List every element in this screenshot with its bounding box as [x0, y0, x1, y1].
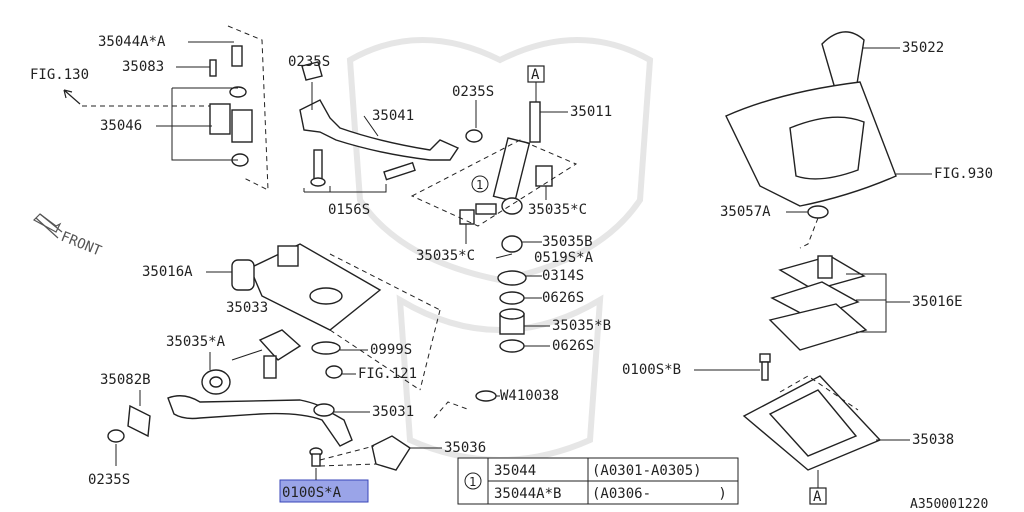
callout-35016E: 35016E: [912, 294, 963, 310]
linkage-35035A: [201, 329, 343, 395]
bracket-assembly-35046: [171, 25, 269, 191]
callout-35035C-left: 35035*C: [416, 248, 475, 264]
callout-35035A: 35035*A: [166, 334, 226, 350]
callout-35036: 35036: [444, 440, 486, 456]
callout-W410038: W410038: [500, 388, 559, 404]
section-marker-a-bottom: A: [813, 489, 822, 505]
applicability-legend-table: [457, 457, 739, 505]
callout-35038: 35038: [912, 432, 954, 448]
marker-A-top: A: [527, 65, 545, 83]
fig130-reference[interactable]: FIG.130: [30, 67, 89, 83]
legend-row-1-part: 35044: [494, 463, 536, 479]
wire-W410038: [433, 390, 497, 419]
note-marker-1: 1: [471, 175, 489, 193]
callout-35035B: 35035B: [542, 234, 593, 250]
boot-assembly-35016E: [768, 255, 887, 351]
legend-row-2-range: (A0306- ): [592, 486, 727, 502]
callout-35044A-A: 35044A*A: [98, 34, 166, 50]
front-arrow-icon: [33, 213, 63, 239]
callout-35035C-right: 35035*C: [528, 202, 587, 218]
bezel-35038: [742, 375, 882, 471]
housing-35016A: [231, 243, 441, 391]
callout-0626S-b: 0626S: [552, 338, 594, 354]
callout-0235S-top: 0235S: [288, 54, 330, 70]
callout-0626S-a: 0626S: [542, 290, 584, 306]
fig930-reference[interactable]: FIG.930: [934, 166, 993, 182]
lever-parts-stack: [495, 235, 527, 353]
callout-0235S-bottom: 0235S: [88, 472, 130, 488]
screw-0100S-B: [759, 353, 771, 381]
lower-rod-35031: [107, 395, 353, 447]
callout-0999S: 0999S: [370, 342, 412, 358]
callout-35057A: 35057A: [720, 204, 771, 220]
callout-35031: 35031: [372, 404, 414, 420]
shift-lever-35011: [410, 82, 578, 227]
callout-0235S-mid: 0235S: [452, 84, 494, 100]
console-trim-panel: [725, 81, 897, 207]
callout-35046: 35046: [100, 118, 142, 134]
callout-0156S: 0156S: [328, 202, 370, 218]
callout-35022: 35022: [902, 40, 944, 56]
bracket-35036: [309, 435, 411, 471]
fig130-arrow-icon: [63, 89, 81, 105]
section-marker-a-top: A: [531, 67, 540, 83]
fig121-reference[interactable]: FIG.121: [358, 366, 417, 382]
callout-35083: 35083: [122, 59, 164, 75]
callout-35082B: 35082B: [100, 372, 151, 388]
callout-35033: 35033: [226, 300, 268, 316]
callout-0100S-A[interactable]: 0100S*A: [282, 485, 342, 501]
callout-0100S-B: 0100S*B: [622, 362, 681, 378]
callout-35041: 35041: [372, 108, 414, 124]
background-watermark: [346, 37, 654, 463]
front-label: FRONT: [59, 229, 105, 260]
shift-rod-35041: [299, 61, 483, 193]
marker-A-bottom: A: [809, 470, 827, 505]
legend-note-marker: 1: [469, 475, 476, 489]
callout-35011: 35011: [570, 104, 612, 120]
highlight-0100S-A[interactable]: [279, 479, 369, 503]
figure-id: A350001220: [910, 497, 988, 512]
legend-row-2-part: 35044A*B: [494, 486, 561, 502]
callout-0314S: 0314S: [542, 268, 584, 284]
callout-0519S-A: 0519S*A: [534, 250, 594, 266]
callout-35016A: 35016A: [142, 264, 193, 280]
legend-row-1-range: (A0301-A0305): [592, 463, 702, 479]
callout-35035-B: 35035*B: [552, 318, 611, 334]
note-marker-1-label: 1: [476, 178, 483, 192]
